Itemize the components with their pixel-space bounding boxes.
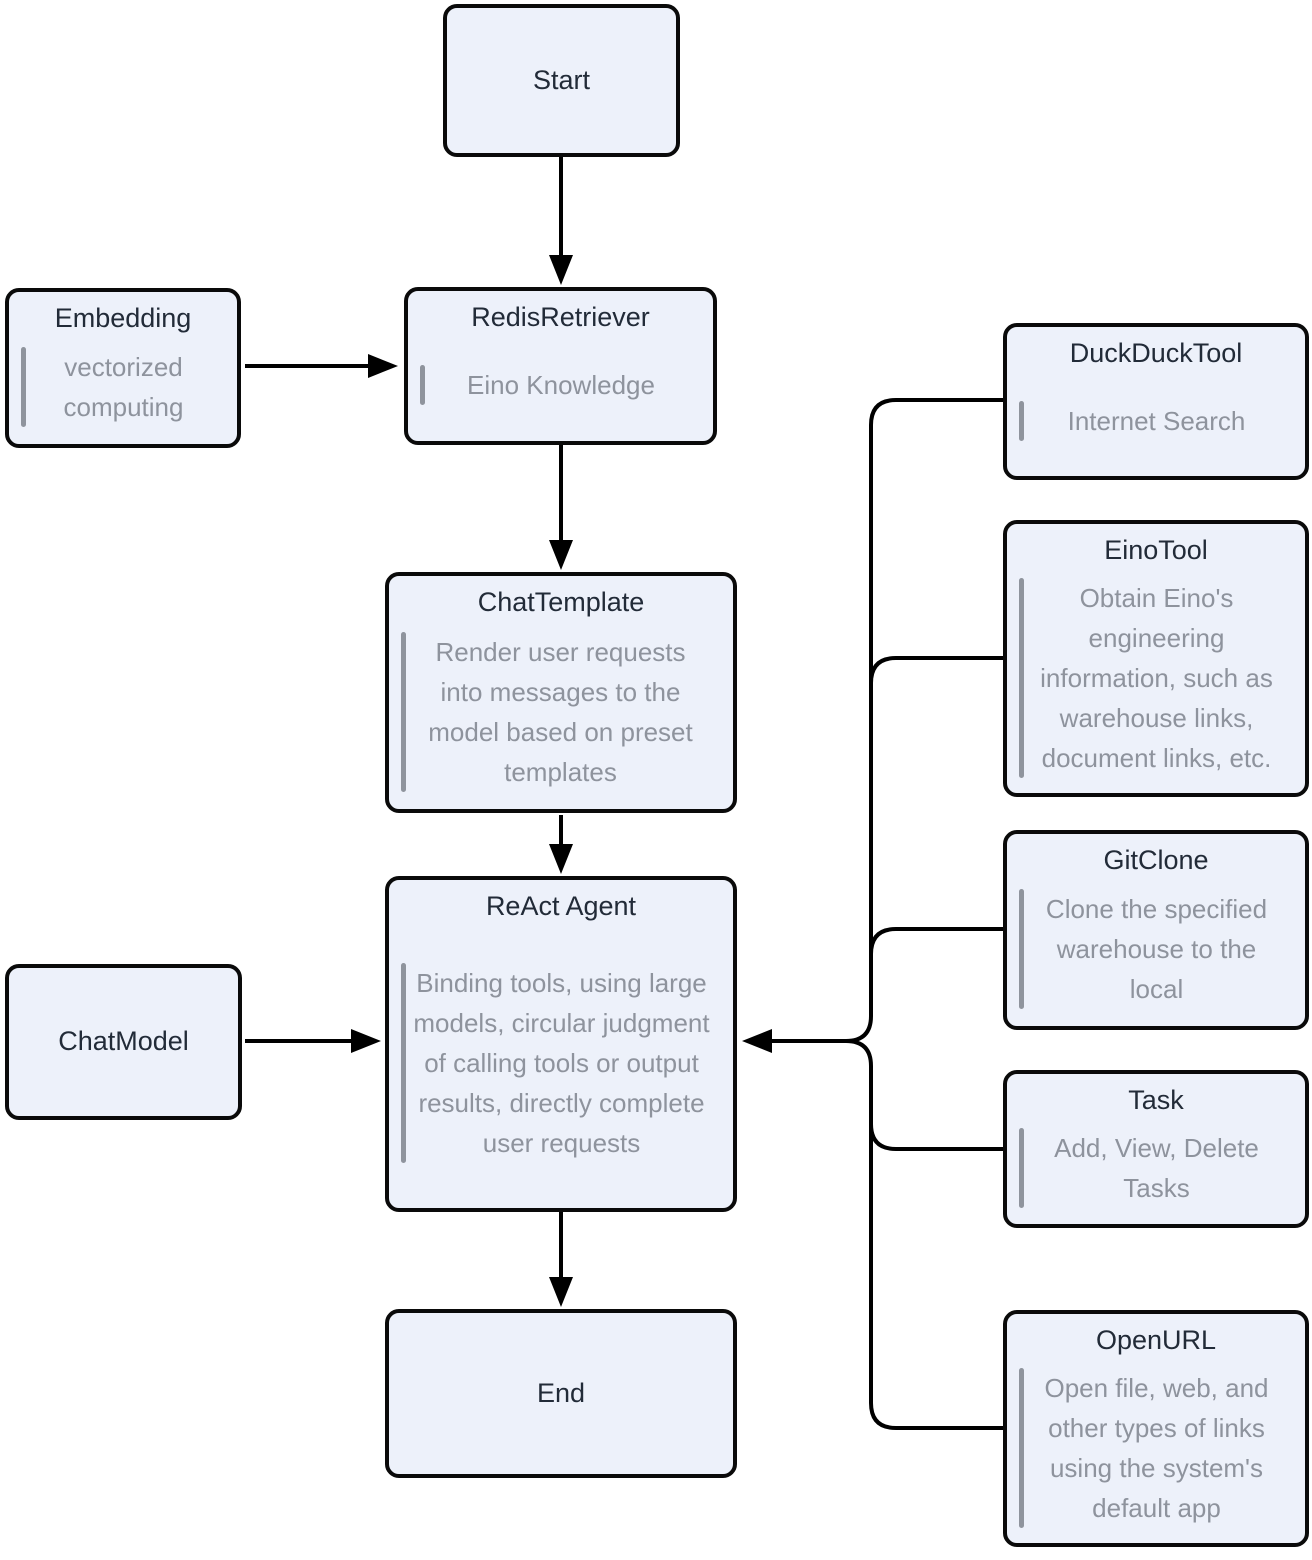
node-chat-template-subtitle: Render user requests into messages to th…	[428, 636, 693, 787]
node-react-agent-subtitle: Binding tools, using large models, circu…	[413, 968, 710, 1159]
subtitle-accent-bar	[1019, 1367, 1024, 1528]
node-end: End	[385, 1309, 737, 1478]
node-open-url-subtitle: Open file, web, and other types of links…	[1044, 1372, 1269, 1523]
node-git-clone: GitClone Clone the specified warehouse t…	[1003, 830, 1309, 1030]
arrowhead-down-icon	[549, 255, 573, 285]
node-open-url-title: OpenURL	[1095, 1325, 1217, 1355]
node-start-title: Start	[532, 64, 591, 95]
subtitle-accent-bar	[401, 963, 406, 1164]
arrowhead-down-icon	[549, 844, 573, 874]
node-chat-model: ChatModel	[5, 964, 242, 1120]
node-redis-retriever-subtitle: Eino Knowledge	[467, 370, 655, 401]
arrowhead-down-icon	[549, 540, 573, 570]
node-react-agent-title: ReAct Agent	[485, 891, 637, 921]
node-open-url: OpenURL Open file, web, and other types …	[1003, 1310, 1309, 1547]
subtitle-accent-bar	[21, 347, 26, 428]
node-duckduck-tool-title: DuckDuckTool	[1069, 338, 1243, 368]
subtitle-accent-bar	[1019, 400, 1024, 441]
subtitle-accent-bar	[1019, 889, 1024, 1010]
node-chat-template-title: ChatTemplate	[477, 587, 645, 617]
node-git-clone-title: GitClone	[1103, 845, 1209, 875]
node-task: Task Add, View, Delete Tasks	[1003, 1070, 1309, 1228]
subtitle-accent-bar	[420, 365, 425, 406]
arrowhead-down-icon	[549, 1277, 573, 1307]
node-embedding-subtitle: vectorized computing	[63, 352, 184, 423]
node-react-agent: ReAct Agent Binding tools, using large m…	[385, 876, 737, 1212]
edge-tools-trunk	[771, 398, 1003, 1430]
node-git-clone-subtitle: Clone the specified warehouse to the loc…	[1045, 894, 1268, 1005]
node-redis-retriever: RedisRetriever Eino Knowledge	[404, 287, 717, 445]
node-eino-tool-subtitle: Obtain Eino's engineering information, s…	[1040, 582, 1273, 773]
node-chat-template: ChatTemplate Render user requests into m…	[385, 572, 737, 813]
node-eino-tool-title: EinoTool	[1104, 535, 1208, 565]
subtitle-accent-bar	[401, 631, 406, 792]
arrowhead-right-icon	[368, 354, 398, 378]
node-embedding-title: Embedding	[54, 303, 192, 333]
node-task-title: Task	[1128, 1085, 1184, 1115]
node-duckduck-tool: DuckDuckTool Internet Search	[1003, 323, 1309, 480]
node-embedding: Embedding vectorized computing	[5, 288, 241, 448]
node-chat-model-title: ChatModel	[58, 1026, 189, 1057]
arrowhead-right-icon	[351, 1029, 381, 1053]
node-end-title: End	[536, 1377, 586, 1408]
node-eino-tool: EinoTool Obtain Eino's engineering infor…	[1003, 520, 1309, 797]
node-redis-retriever-title: RedisRetriever	[471, 302, 650, 332]
node-task-subtitle: Add, View, Delete Tasks	[1054, 1133, 1259, 1204]
node-start: Start	[443, 4, 680, 157]
node-duckduck-tool-subtitle: Internet Search	[1067, 405, 1246, 436]
subtitle-accent-bar	[1019, 1128, 1024, 1209]
subtitle-accent-bar	[1019, 577, 1024, 778]
arrowhead-left-icon	[742, 1029, 772, 1053]
